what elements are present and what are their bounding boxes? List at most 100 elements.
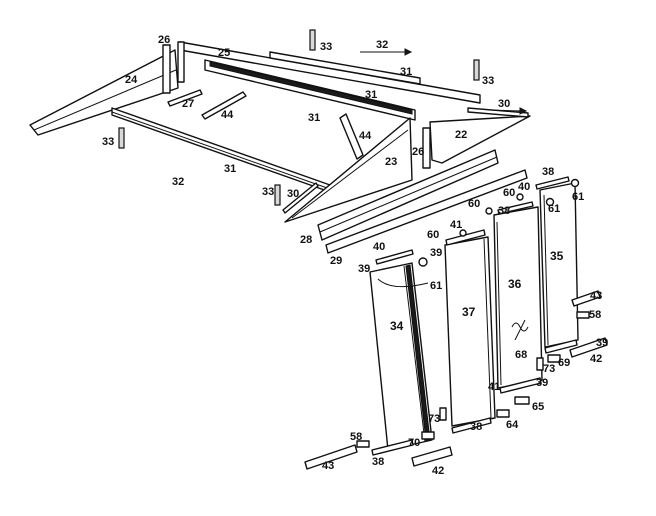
wire-61: [377, 278, 429, 288]
callout-43-left: 43: [322, 460, 334, 472]
bracket-73-mid: [439, 407, 447, 421]
rear-header: [269, 51, 421, 85]
callout-39-right: 39: [596, 337, 608, 349]
panel-35: [539, 182, 579, 348]
post-33-top: [309, 29, 316, 51]
arrow-head-32-top: [404, 48, 413, 56]
panel-36: [493, 206, 543, 389]
top-track-38-right: [535, 176, 570, 190]
post-26-left-b: [177, 41, 185, 83]
callout-32-bottom: 32: [172, 176, 184, 188]
bracket-70: [421, 431, 435, 440]
fascia-rail-right: [467, 107, 529, 118]
brace-44-right: [339, 113, 364, 160]
callout-41-bottom: 41: [488, 381, 500, 393]
bracket-69: [547, 354, 561, 363]
hardware-68: [511, 319, 529, 341]
callout-28: 28: [300, 234, 312, 246]
bottom-track-39-right: [499, 377, 542, 394]
callout-34: 34: [390, 319, 404, 333]
callout-39-left: 39: [358, 263, 370, 275]
bottom-track-38-mid: [451, 417, 492, 434]
bracket-58-right: [576, 311, 590, 319]
callout-38-mid: 38: [498, 205, 510, 217]
knob-61-right: [570, 178, 580, 188]
callout-26-left: 26: [158, 34, 170, 46]
callout-39-bottom: 39: [536, 377, 548, 389]
ridge-beam-channel: [209, 61, 413, 115]
screw-60-b: [485, 207, 493, 215]
knob-61-left: [418, 257, 428, 267]
screw-60-a: [459, 229, 467, 237]
top-track-40-left: [375, 249, 414, 265]
callout-36: 36: [508, 277, 522, 291]
fascia-strip-left: [282, 182, 319, 214]
sill-43-left: [304, 444, 358, 470]
bottom-track-39-far: [544, 339, 578, 354]
bracket-64: [496, 409, 510, 418]
bottom-track-38-left: [371, 439, 414, 456]
callout-40-left: 40: [373, 241, 385, 253]
callout-31-ridge: 31: [365, 89, 377, 101]
top-track-40-right: [497, 201, 534, 215]
callout-58-left: 58: [350, 431, 362, 443]
knob-61-mid: [545, 197, 555, 207]
rail-29: [325, 169, 528, 254]
callout-30-top: 30: [498, 98, 510, 110]
post-26-right: [422, 127, 431, 169]
callout-38-bottom-mid: 38: [470, 421, 482, 433]
callout-22: 22: [455, 129, 467, 141]
post-33-bottom: [274, 184, 281, 206]
arrow-head-30-top: [519, 107, 528, 115]
callout-69: 69: [558, 357, 570, 369]
bracket-58-left: [356, 440, 370, 448]
callout-35: 35: [550, 249, 564, 263]
panel-37: [444, 236, 496, 427]
callout-33-left: 33: [102, 136, 114, 148]
callout-27: 27: [182, 98, 194, 110]
callout-25: 25: [218, 47, 230, 59]
bracket-73-right: [536, 357, 544, 371]
callout-60-right: 60: [503, 187, 515, 199]
callout-42-bottom: 42: [432, 465, 444, 477]
callout-26-right: 26: [412, 146, 424, 158]
callout-42-right: 42: [590, 353, 602, 365]
panel-34-edge: [405, 264, 431, 442]
callout-70: 70: [408, 437, 420, 449]
callout-44-right: 44: [359, 130, 372, 142]
callout-65: 65: [532, 401, 544, 413]
callout-40-right: 40: [518, 181, 530, 193]
sill-43-right: [571, 290, 601, 307]
callout-73-right: 73: [543, 363, 555, 375]
callout-61-left: 61: [430, 280, 442, 292]
callout-60-left: 60: [427, 229, 439, 241]
callout-32-top: 32: [376, 39, 388, 51]
sill-42-right: [569, 337, 608, 358]
sill-42-bottom: [411, 446, 453, 467]
callout-37: 37: [462, 305, 476, 319]
screw-60-c: [516, 193, 524, 201]
callout-33-right: 33: [482, 75, 494, 87]
callout-73-mid: 73: [428, 413, 440, 425]
gable-panel-right: [429, 115, 531, 164]
callout-44-left: 44: [221, 109, 234, 121]
brace-44-left: [201, 91, 247, 120]
callout-61-right: 61: [572, 191, 584, 203]
gable-panel-center: [284, 117, 413, 223]
gable-panel-left: [29, 49, 179, 136]
post-33-right: [473, 59, 480, 81]
panel-34: [369, 262, 433, 451]
callout-43-right: 43: [590, 290, 602, 302]
post-26-left: [162, 44, 171, 94]
callout-61-mid: 61: [548, 203, 560, 215]
callout-68: 68: [515, 349, 527, 361]
post-33-left: [118, 127, 125, 149]
callout-33-bottom: 33: [262, 186, 274, 198]
callout-23: 23: [385, 156, 397, 168]
callout-39-mid: 39: [430, 247, 442, 259]
callout-31-mid: 31: [308, 112, 320, 124]
callout-24: 24: [125, 74, 138, 86]
callout-31-top: 31: [400, 66, 412, 78]
callout-60-mid: 60: [468, 198, 480, 210]
arrow-30-top: [488, 109, 523, 112]
